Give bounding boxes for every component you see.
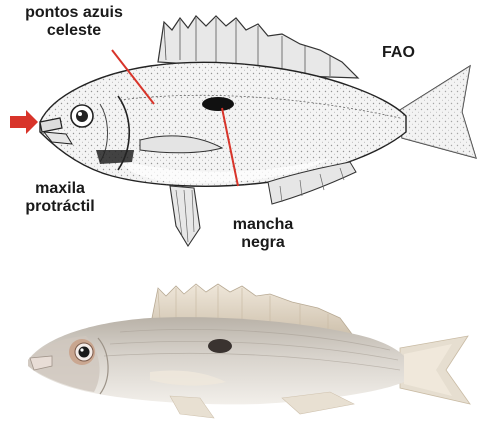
blue-spots-label-line-1: pontos azuis	[4, 4, 144, 22]
jaw-label-line-2: protráctil	[4, 198, 116, 216]
black-spot-label-line-2: negra	[218, 234, 308, 252]
photo-fish	[28, 284, 470, 418]
drawn-black-spot	[202, 97, 234, 111]
black-spot-label-line-1: mancha	[218, 216, 308, 234]
drawn-pelvic-fin	[170, 186, 200, 246]
photo-black-spot	[208, 339, 232, 353]
source-label: FAO	[382, 44, 415, 62]
blue-spots-label-line-2: celeste	[4, 22, 144, 40]
jaw-label-line-1: maxila	[4, 180, 116, 198]
blue-spots-label: pontos azuis celeste	[4, 4, 144, 40]
black-spot-label: mancha negra	[218, 216, 308, 252]
mouth-arrow-icon	[10, 110, 38, 134]
jaw-label: maxila protráctil	[4, 180, 116, 216]
